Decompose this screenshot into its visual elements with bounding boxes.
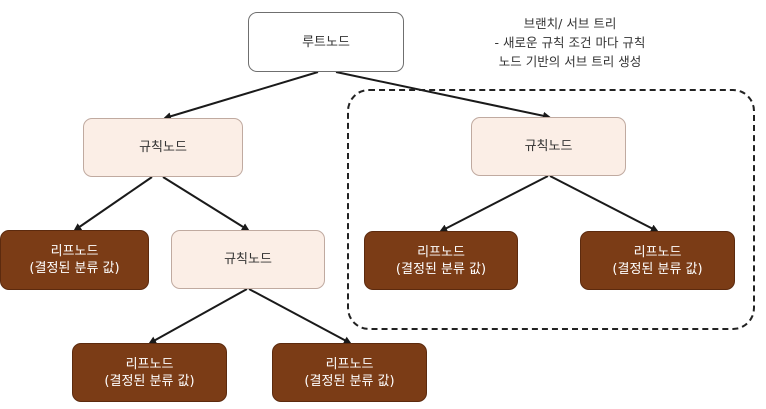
subtree-annotation: 브랜치/ 서브 트리 - 새로운 규칙 조건 마다 규칙 노드 기반의 서브 트… bbox=[470, 14, 670, 71]
leaf-node-title: 리프노드 bbox=[325, 356, 374, 372]
leaf-node-title: 리프노드 bbox=[633, 244, 682, 260]
root-node: 루트노드 bbox=[248, 12, 404, 72]
rule-node-right: 규칙노드 bbox=[471, 117, 626, 176]
rule-node-label: 규칙노드 bbox=[524, 139, 573, 154]
rule-node-label: 규칙노드 bbox=[139, 140, 187, 155]
leaf-node-subtitle: (결정된 분류 값) bbox=[395, 261, 487, 277]
edge-rule1-leaf1 bbox=[73, 176, 153, 232]
leaf-node-title: 리프노드 bbox=[125, 356, 174, 372]
rule-node-left: 규칙노드 bbox=[83, 118, 243, 177]
edge-rule1-rule3 bbox=[162, 176, 250, 232]
rule-node-label: 규칙노드 bbox=[224, 252, 272, 267]
leaf-node-title: 리프노드 bbox=[417, 244, 465, 260]
leaf-node-title: 리프노드 bbox=[50, 244, 99, 259]
leaf-node-subtitle: (결정된 분류 값) bbox=[304, 373, 395, 389]
edge-rule2-leaf3 bbox=[549, 175, 659, 232]
leaf-node-4: 리프노드 (결정된 분류 값) bbox=[72, 343, 227, 402]
annotation-line-2: - 새로운 규칙 조건 마다 규칙 bbox=[494, 35, 646, 50]
edge-root-rule1 bbox=[163, 71, 319, 121]
leaf-node-3: 리프노드 (결정된 분류 값) bbox=[580, 231, 735, 290]
leaf-node-subtitle: (결정된 분류 값) bbox=[612, 261, 703, 277]
leaf-node-subtitle: (결정된 분류 값) bbox=[104, 373, 195, 389]
leaf-node-1: 리프노드 (결정된 분류 값) bbox=[0, 230, 149, 290]
leaf-node-subtitle: (결정된 분류 값) bbox=[29, 261, 120, 276]
root-node-label: 루트노드 bbox=[302, 34, 350, 50]
rule-node-middle: 규칙노드 bbox=[171, 230, 325, 289]
leaf-node-2: 리프노드 (결정된 분류 값) bbox=[364, 231, 518, 290]
leaf-node-5: 리프노드 (결정된 분류 값) bbox=[272, 343, 427, 402]
annotation-line-1: 브랜치/ 서브 트리 bbox=[523, 16, 617, 31]
subtree-highlight-box bbox=[347, 89, 755, 330]
edge-rule3-leaf5 bbox=[248, 288, 352, 344]
edge-root-rule2 bbox=[335, 71, 551, 120]
edge-rule2-leaf2 bbox=[439, 175, 549, 232]
edge-rule3-leaf4 bbox=[148, 288, 248, 344]
annotation-line-3: 노드 기반의 서브 트리 생성 bbox=[498, 54, 642, 69]
